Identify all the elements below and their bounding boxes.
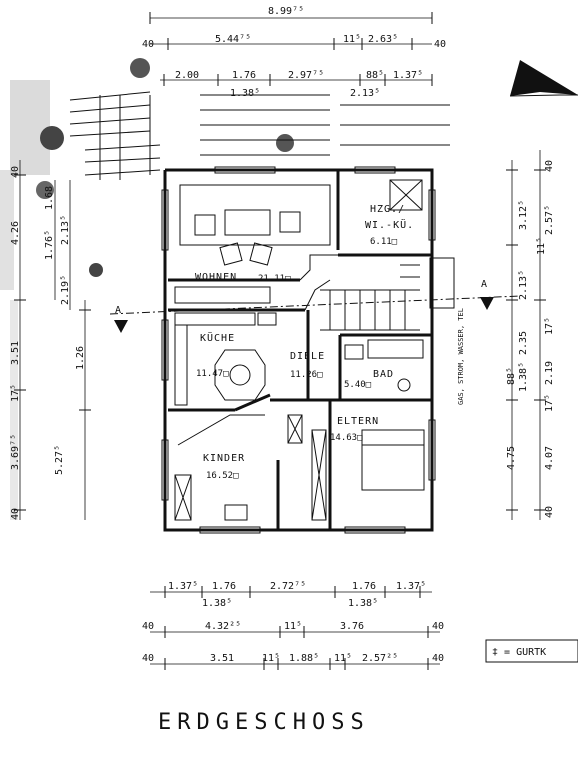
dim-bottom-r1-0: 1.37⁵ [168,581,198,592]
room-hzg-label-1: HZG./ [370,204,405,215]
room-wohnen-area: 21.11□ [258,274,291,284]
dim-right-5: 2.35 [518,331,529,355]
dim-top-r2-4: 40 [434,39,446,50]
room-hzg-area: 6.11□ [370,237,398,247]
dim-top-r3b-0: 1.38⁵ [230,88,260,99]
dim-right-3: 11⁵ [536,237,547,255]
furniture [174,179,425,521]
dim-bottom-r3-4: 11⁵ [334,653,352,664]
dim-right-8: 88⁵ [506,367,517,385]
section-line: A A [109,279,521,333]
dim-bottom-r1-3: 1.76 [352,581,376,592]
room-kinder-area: 16.52□ [206,471,239,481]
dim-bottom-r2-2: 11⁵ [284,621,302,632]
room-bad-area: 5.40□ [344,380,372,390]
utility-connection-label: GAS, STROM, WASSER, TEL [457,308,465,405]
legend-gurtkasten: ‡ = GURTK [492,647,546,658]
section-marker-left-arrow [114,320,128,333]
dim-left-6: 1.26 [75,346,86,370]
room-kueche-label: KÜCHE [200,331,235,344]
dim-left-9: 3.69⁷⁵ [10,434,21,470]
dim-bottom-r1-1: 1.76 [212,581,236,592]
room-kueche-area: 11.47□ [196,369,229,379]
room-labels: WOHNEN 21.11□ HZG./ WI.-KÜ. 6.11□ KÜCHE … [195,204,414,481]
dim-right-12: 4.75 [506,446,517,470]
dim-top-r3-4: 1.37⁵ [393,70,423,81]
dim-left-7: 3.51 [10,341,21,365]
plan-title: ERDGESCHOSS [158,710,370,735]
dim-top-r3-3: 88⁵ [366,70,384,81]
dim-top-r2-1: 5.44⁷⁵ [215,34,251,45]
dim-left-1: 4.26 [10,221,21,245]
dim-bottom-r1b-1: 1.38⁵ [348,598,378,609]
top-dimensions: 8.99⁷⁵ 40 5.44⁷⁵ 11⁵ 2.63⁵ 40 2.00 1.76 … [142,6,446,99]
dim-top-r2-0: 40 [142,39,154,50]
dim-right-10: 17⁵ [544,394,555,412]
dim-bottom-r3-3: 1.88⁵ [289,653,319,664]
room-bad-label: BAD [373,369,394,380]
dim-right-1: 3.12⁵ [518,200,529,230]
dim-left-5: 2.19⁵ [60,275,71,305]
section-marker-right: A [481,279,488,290]
dim-right-2: 2.57⁵ [544,205,555,235]
dim-bottom-r2-1: 4.32²⁵ [205,621,241,632]
dim-left-4: 2.13⁵ [60,215,71,245]
dim-bottom-r3-1: 3.51 [210,653,234,664]
dim-top-r3b-1: 2.13⁵ [350,88,380,99]
dim-bottom-r2-3: 3.76 [340,621,364,632]
dim-bottom-r3-6: 40 [432,653,444,664]
dim-bottom-r3-0: 40 [142,653,154,664]
dim-left-10: 5.27⁵ [54,445,65,475]
dim-bottom-r3-2: 11⁵ [262,653,280,664]
left-dimensions: 40 4.26 1.68 1.76⁵ 2.13⁵ 2.19⁵ 1.26 3.51… [10,160,91,520]
dim-bottom-r1-2: 2.72⁷⁵ [270,581,306,592]
room-eltern-area: 14.63□ [330,433,363,443]
section-marker-left: A [115,305,122,316]
dim-right-9: 1.38⁵ [518,362,529,392]
dim-left-3: 1.76⁵ [44,230,55,260]
dim-right-13: 40 [544,506,555,518]
right-dimensions: 40 3.12⁵ 2.57⁵ 11⁵ 2.13⁵ 2.35 17⁵ 2.19 8… [506,150,555,520]
dim-top-r3-2: 2.97⁷⁵ [288,70,324,81]
dim-top-r3-0: 2.00 [175,70,199,81]
dim-left-0: 40 [10,166,21,178]
room-diele-label: DIELE [290,351,325,362]
dim-bottom-r3-5: 2.57²⁵ [362,653,398,664]
room-wohnen-label: WOHNEN [195,272,237,283]
dim-bottom-r2-4: 40 [432,621,444,632]
dim-right-6: 17⁵ [544,317,555,335]
dim-top-r2-3: 2.63⁵ [368,34,398,45]
room-kinder-label: KINDER [203,453,245,464]
dim-bottom-r1-4: 1.37⁵ [396,581,426,592]
dim-right-7: 2.19 [544,361,555,385]
dim-bottom-r1b-0: 1.38⁵ [202,598,232,609]
dim-left-2: 1.68 [44,186,55,210]
room-eltern-label: ELTERN [337,416,379,427]
dim-right-11: 4.07 [544,446,555,470]
section-marker-right-arrow [480,297,494,310]
room-diele-area: 11.26□ [290,370,323,380]
bottom-dimensions: 1.37⁵ 1.76 2.72⁷⁵ 1.76 1.37⁵ 1.38⁵ 1.38⁵… [142,581,444,670]
dim-left-8: 17⁵ [10,384,21,402]
dim-right-4: 2.13⁵ [518,270,529,300]
dim-top-r2-2: 11⁵ [343,34,361,45]
dim-overall-width: 8.99⁷⁵ [268,6,304,17]
dim-left-11: 40 [10,508,21,520]
dim-right-0: 40 [544,160,555,172]
north-arrow [510,60,578,96]
room-hzg-label-2: WI.-KÜ. [365,218,414,231]
dim-bottom-r2-0: 40 [142,621,154,632]
terrain-shading [0,58,450,520]
dim-top-r3-1: 1.76 [232,70,256,81]
